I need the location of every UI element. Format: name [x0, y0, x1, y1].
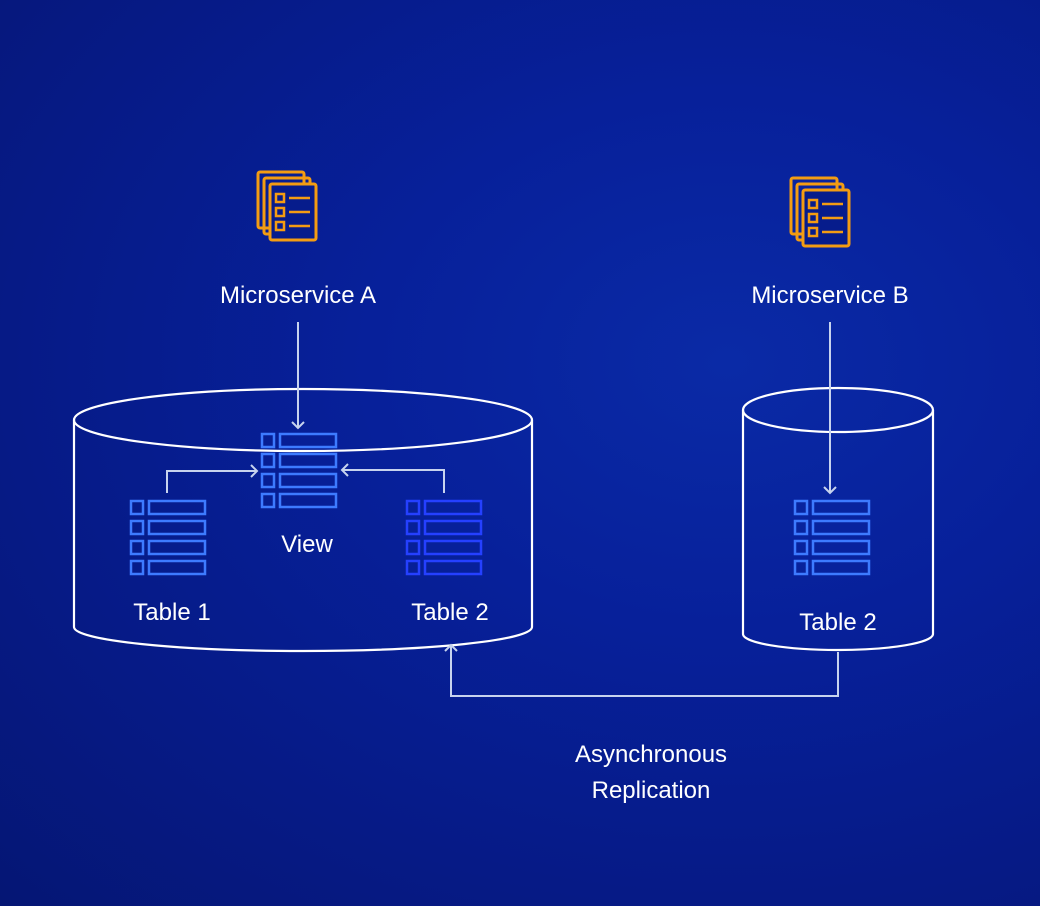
database-b: [741, 386, 935, 652]
replication-label-line2: Replication: [592, 777, 711, 804]
document-stack-icon: [789, 176, 851, 248]
cylinder-body: [741, 410, 935, 652]
cylinder-body: [72, 420, 534, 653]
table2-label: Table 2: [411, 599, 488, 626]
arrow-replication: [444, 643, 839, 697]
microservice-b-label: Microservice B: [751, 282, 908, 309]
view: View: [260, 432, 338, 558]
table-2-database-b: Table 2: [793, 499, 877, 636]
document-stack-icon: [256, 170, 318, 242]
table-icon: [405, 499, 483, 576]
table1-label: Table 1: [133, 599, 210, 626]
table-2-database-a: Table 2: [405, 499, 489, 626]
arrow-table1-to-view: [166, 464, 259, 493]
microservice-a: Microservice A: [220, 170, 376, 309]
view-label: View: [281, 531, 333, 558]
table-icon: [793, 499, 871, 576]
arrow-table2-to-view: [340, 463, 445, 493]
replication-label-line1: Asynchronous: [575, 741, 727, 768]
replication-label: Asynchronous Replication: [575, 741, 727, 804]
table-icon: [129, 499, 207, 576]
microservice-a-label: Microservice A: [220, 282, 376, 309]
microservice-b: Microservice B: [751, 176, 909, 309]
cylinder-top: [741, 386, 935, 434]
cylinder-top: [72, 387, 534, 453]
table-icon: [260, 432, 338, 509]
table-1: Table 1: [129, 499, 211, 626]
table2-label: Table 2: [799, 609, 876, 636]
database-a: [72, 387, 534, 653]
